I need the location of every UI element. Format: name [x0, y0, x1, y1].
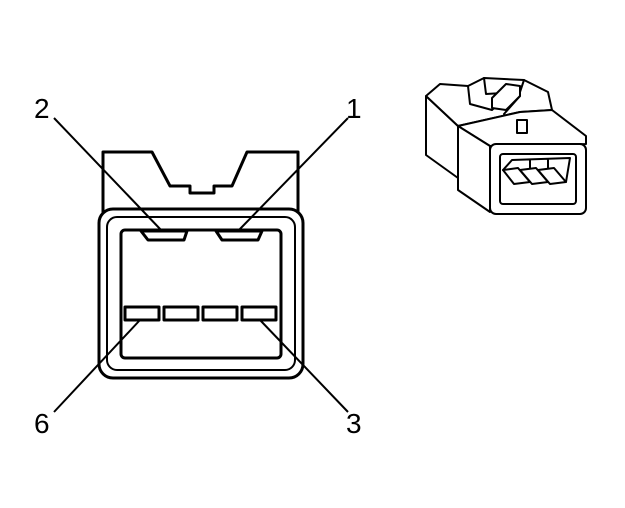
connector-face-view: [53, 117, 349, 413]
terminal-pin-1: [214, 229, 264, 242]
housing-inner-edge: [106, 216, 296, 371]
pin-label-2: 2: [34, 93, 50, 124]
housing-top-profile: [101, 150, 300, 214]
iso-latch-tab: [491, 83, 521, 111]
housing-outer: [97, 207, 305, 380]
iso-front-left: [457, 125, 491, 213]
leader-line-pin-1: [237, 117, 349, 232]
leader-line-pin-6: [53, 319, 141, 413]
pin-label-1: 1: [346, 93, 362, 124]
terminal-pin-4: [201, 305, 239, 322]
leader-line-pin-3: [259, 319, 349, 413]
iso-cavity-detail: [502, 157, 571, 183]
terminal-pin-2: [139, 229, 189, 242]
terminal-pin-3: [240, 305, 278, 322]
connector-isometric-view: [425, 77, 587, 215]
terminal-pin-5: [162, 305, 200, 322]
terminal-pin-6: [123, 305, 161, 322]
leader-line-pin-2: [53, 117, 163, 232]
pin-label-3: 3: [346, 408, 362, 439]
iso-front-cavity: [499, 153, 577, 205]
iso-top-slot: [516, 119, 528, 134]
cavity-opening: [119, 228, 283, 360]
pin-label-6: 6: [34, 408, 50, 439]
